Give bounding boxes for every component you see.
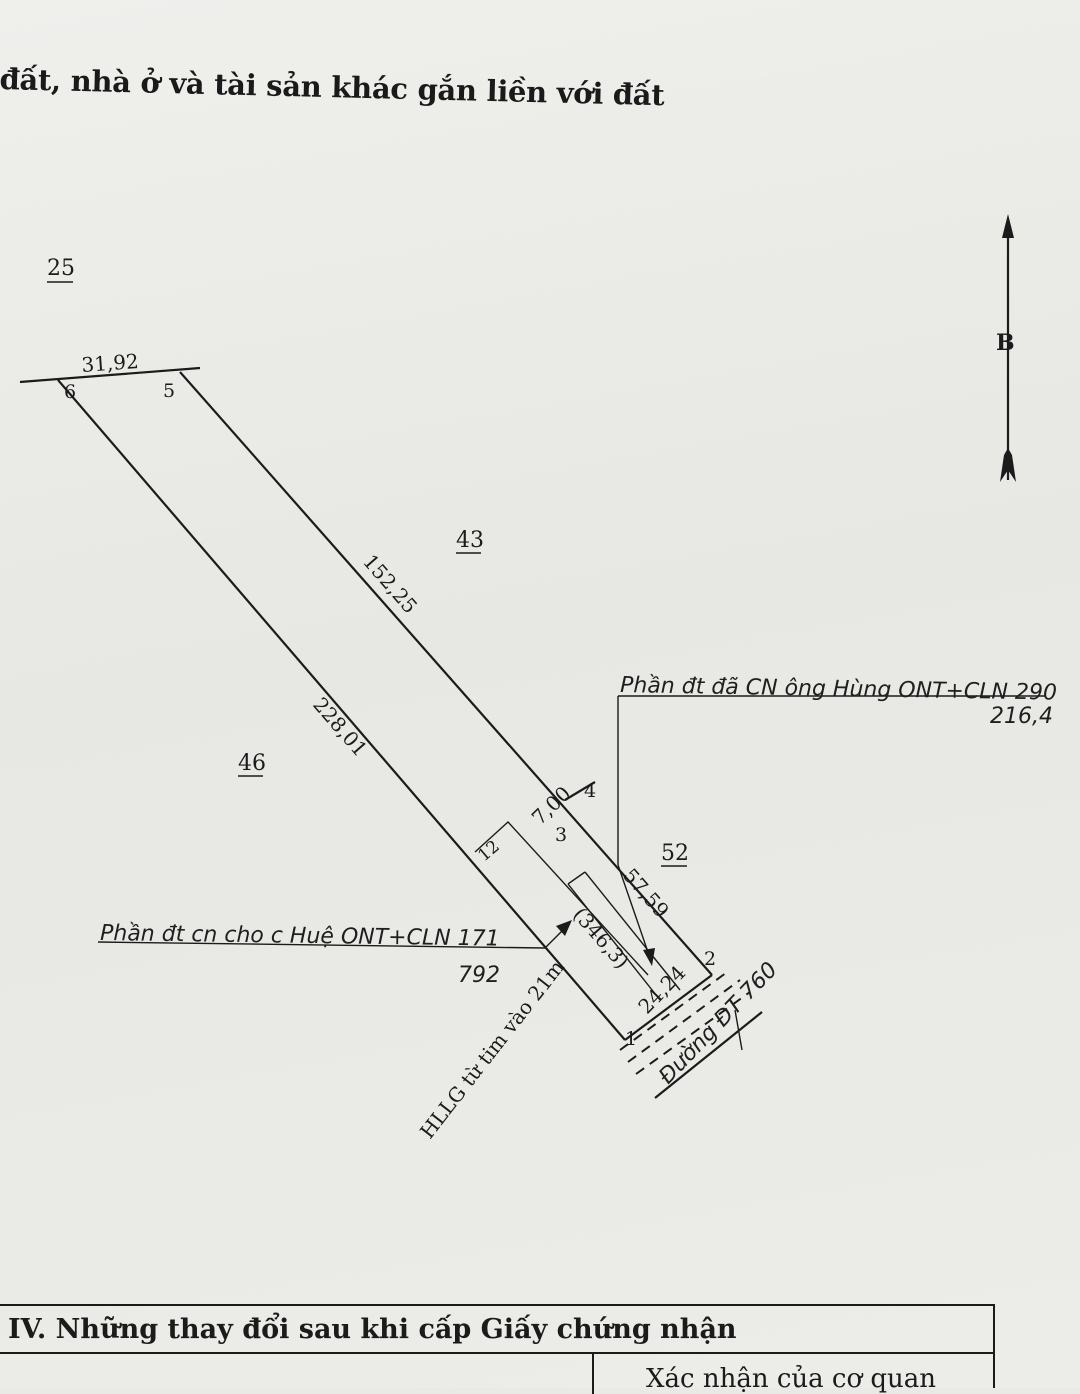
changes-section-title: IV. Những thay đổi sau khi cấp Giấy chứn…	[8, 1314, 737, 1345]
boundary-top	[19, 366, 201, 384]
hue-transfer-note: Phần đt cn cho c Huệ ONT+CLN 171	[100, 921, 500, 952]
dimension-short: 7,00	[527, 781, 576, 829]
hung-transfer-value: 216,4	[990, 704, 1053, 729]
north-arrow-icon	[1000, 214, 1016, 482]
parcel-boundary	[19, 366, 713, 1041]
dimension-inner: (346,3)	[568, 903, 634, 974]
dimension-south-east: 57,59	[618, 864, 674, 923]
parcel-number-25: 25	[47, 256, 75, 281]
dimension-top: 31,92	[81, 349, 140, 377]
svg-text:12: 12	[474, 837, 503, 866]
point-5: 5	[163, 380, 175, 402]
authority-confirmation-column-header: Xác nhận của cơ quan	[646, 1364, 937, 1394]
hung-note-leader	[617, 695, 1045, 966]
north-label: B	[996, 330, 1015, 356]
hung-transfer-note: Phần đt đã CN ông Hùng ONT+CLN 290	[620, 673, 1057, 706]
boundary-west	[57, 379, 626, 1041]
parcel-number-52: 52	[661, 841, 689, 866]
land-parcel-map: B 25 43 46 52 12	[19, 214, 1057, 1143]
changes-table-column-divider	[592, 1354, 594, 1394]
point-6: 6	[64, 381, 76, 403]
road-hatching	[619, 969, 763, 1099]
parcel-number-46: 46	[238, 751, 266, 776]
changes-section: IV. Những thay đổi sau khi cấp Giấy chứn…	[0, 1304, 995, 1394]
dimension-west: 228,01	[308, 693, 372, 762]
parcel-number-43: 43	[456, 528, 484, 553]
point-4: 4	[584, 780, 596, 802]
boundary-east	[179, 371, 713, 976]
boundary-front	[624, 974, 713, 1041]
hue-transfer-value: 792	[458, 963, 500, 988]
point-2: 2	[704, 948, 716, 970]
point-1: 1	[625, 1028, 637, 1050]
boundary-short	[564, 781, 596, 801]
point-3: 3	[555, 824, 567, 846]
hue-note-leader	[97, 920, 572, 949]
